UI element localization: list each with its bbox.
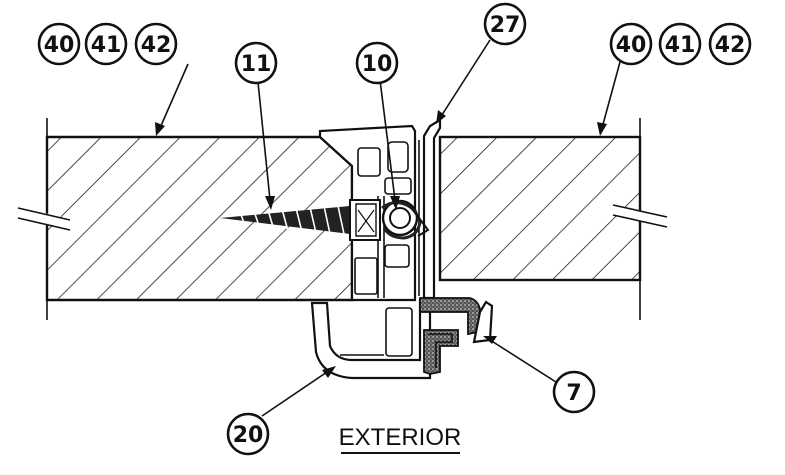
callout-20: 20 (226, 412, 270, 456)
callout-40-right: 40 (609, 22, 653, 66)
svg-text:27: 27 (490, 13, 521, 38)
callout-11: 11 (234, 41, 278, 85)
callout-10: 10 (355, 41, 399, 85)
left-break-mark (15, 207, 72, 231)
svg-text:41: 41 (91, 33, 122, 58)
exterior-label: EXTERIOR (339, 424, 462, 454)
leader-lines (155, 39, 621, 417)
callout-7: 7 (552, 370, 596, 414)
svg-text:40: 40 (616, 33, 647, 58)
callout-42-right: 42 (708, 22, 752, 66)
svg-text:41: 41 (665, 33, 696, 58)
callout-41-left: 41 (84, 22, 128, 66)
svg-text:11: 11 (241, 52, 272, 77)
callout-42-left: 42 (134, 22, 178, 66)
svg-text:7: 7 (566, 381, 581, 406)
right-panel (438, 118, 670, 320)
callout-40-left: 40 (37, 22, 81, 66)
svg-text:42: 42 (715, 33, 746, 58)
svg-text:40: 40 (44, 33, 75, 58)
svg-text:20: 20 (233, 423, 264, 448)
screw (220, 199, 381, 241)
gasket (419, 297, 494, 375)
fastener-head (381, 199, 430, 240)
svg-text:EXTERIOR: EXTERIOR (339, 424, 462, 451)
right-break-mark (610, 204, 670, 228)
svg-text:10: 10 (362, 52, 393, 77)
svg-text:42: 42 (141, 33, 172, 58)
callout-41-right: 41 (658, 22, 702, 66)
callout-27: 27 (483, 2, 527, 46)
